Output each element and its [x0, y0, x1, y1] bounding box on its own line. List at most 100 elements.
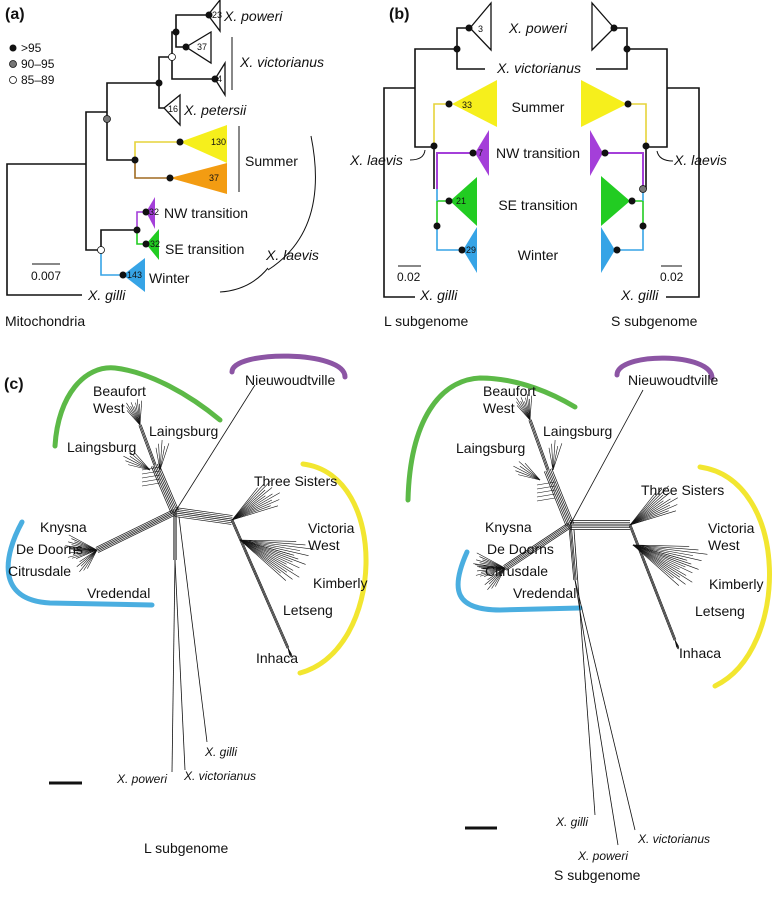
taxon-label: X. gilli: [204, 745, 237, 759]
network-tip: [239, 539, 299, 560]
laevis-arc: [219, 267, 269, 293]
network-edge: [156, 463, 178, 512]
scale-label: 0.02: [397, 270, 421, 284]
network-tip: [239, 539, 294, 571]
network-tip: [629, 488, 663, 526]
locality-label: Three Sisters: [254, 473, 337, 489]
network-tip: [516, 397, 531, 421]
network-tip: [231, 493, 273, 521]
taxon-label: X. victorianus: [496, 60, 581, 76]
network-tip: [239, 539, 288, 573]
network-tip: [287, 647, 290, 656]
network-tip: [632, 544, 693, 574]
locality-label: Beaufort: [483, 383, 536, 399]
locality-label: Laingsburg: [67, 439, 136, 455]
network-tip: [71, 538, 98, 551]
taxon-label: X. gilli: [555, 815, 588, 829]
network-tip: [231, 483, 265, 521]
clade-count: 32: [150, 239, 160, 249]
network-tip: [674, 639, 677, 648]
network-edge: [174, 559, 186, 771]
locality-label: Kimberly: [709, 576, 763, 592]
locality-label: West: [483, 400, 515, 416]
clade-count: 32: [149, 207, 159, 217]
network-edge: [174, 516, 232, 525]
black-dot-icon: [9, 44, 17, 52]
network-tip: [525, 397, 531, 421]
network-tip: [632, 544, 708, 555]
panel-c: (c) Nieuwoudtville Beaufort West Laingsb…: [4, 353, 772, 883]
network-tip: [69, 549, 98, 554]
legend-label: 90–95: [21, 57, 55, 71]
network-tip: [76, 549, 98, 567]
network-tip: [87, 549, 98, 569]
network-tip: [134, 453, 151, 471]
network-tip: [516, 401, 531, 421]
network-tip: [629, 492, 671, 526]
network-tip: [551, 443, 554, 471]
network-tip: [231, 487, 258, 521]
network-tip: [629, 504, 671, 526]
network-tip: [68, 541, 98, 551]
network-edge: [174, 384, 256, 513]
locality-label: Vredendal: [87, 585, 150, 601]
locality-label: Victoria: [708, 520, 755, 536]
network-tip: [231, 492, 280, 521]
network-tip: [67, 546, 98, 551]
network-tip: [155, 447, 161, 471]
network-tip: [239, 539, 306, 546]
network-tip: [520, 397, 531, 421]
network-tip: [135, 402, 141, 426]
locality-label: Citrusdale: [485, 563, 548, 579]
locality-label: Knysna: [40, 519, 87, 535]
network-edge: [140, 424, 157, 465]
locality-label: Citrusdale: [8, 563, 71, 579]
network-edge: [96, 511, 176, 551]
network-edge: [551, 468, 575, 524]
network-edge: [536, 485, 556, 490]
clade-count: 37: [197, 42, 207, 52]
network-tip: [130, 402, 141, 426]
locality-label: Inhaca: [256, 650, 298, 666]
clade-label: SE transition: [498, 197, 577, 213]
network-edge: [536, 481, 556, 486]
network-edge: [231, 519, 289, 649]
network-s-subgenome: [473, 389, 708, 846]
network-edge: [98, 514, 177, 553]
network-tip: [239, 539, 281, 574]
network-tip: [632, 544, 686, 568]
locality-label: De Doorns: [487, 541, 554, 557]
clade-count: 130: [211, 137, 226, 147]
network-tip: [126, 402, 141, 426]
network-edge: [629, 524, 676, 641]
panel-caption: Mitochondria: [5, 313, 85, 329]
network-tip: [477, 567, 506, 572]
region-arc-green: [52, 365, 223, 449]
locality-label: Victoria: [308, 520, 355, 536]
taxon-label: X. gilli: [620, 287, 659, 303]
network-tip: [629, 494, 664, 526]
taxon-label: X. victorianus: [183, 769, 256, 783]
network-edge: [530, 419, 550, 470]
network-tip: [70, 548, 98, 551]
network-tip: [479, 562, 506, 569]
network-tip: [484, 567, 506, 585]
region-arc-green: [405, 375, 578, 503]
network-tip: [548, 447, 554, 471]
panel-c-label: (c): [4, 376, 24, 393]
scale-label: 0.007: [31, 269, 61, 283]
clade-count: 16: [168, 104, 178, 114]
network-tip: [231, 505, 271, 521]
region-arc-blue: [5, 519, 155, 608]
locality-label: Knysna: [485, 519, 532, 535]
network-edge: [529, 419, 549, 471]
panel-a: (a) >95 90–95 85–89: [5, 0, 324, 329]
locality-label: Inhaca: [679, 645, 721, 661]
network-tip: [632, 544, 702, 561]
panel-caption: L subgenome: [144, 840, 229, 856]
network-tip: [632, 544, 699, 551]
network-edge: [178, 516, 208, 743]
network-tip: [239, 539, 300, 569]
panel-caption: S subgenome: [611, 313, 698, 329]
network-edge: [573, 529, 596, 816]
